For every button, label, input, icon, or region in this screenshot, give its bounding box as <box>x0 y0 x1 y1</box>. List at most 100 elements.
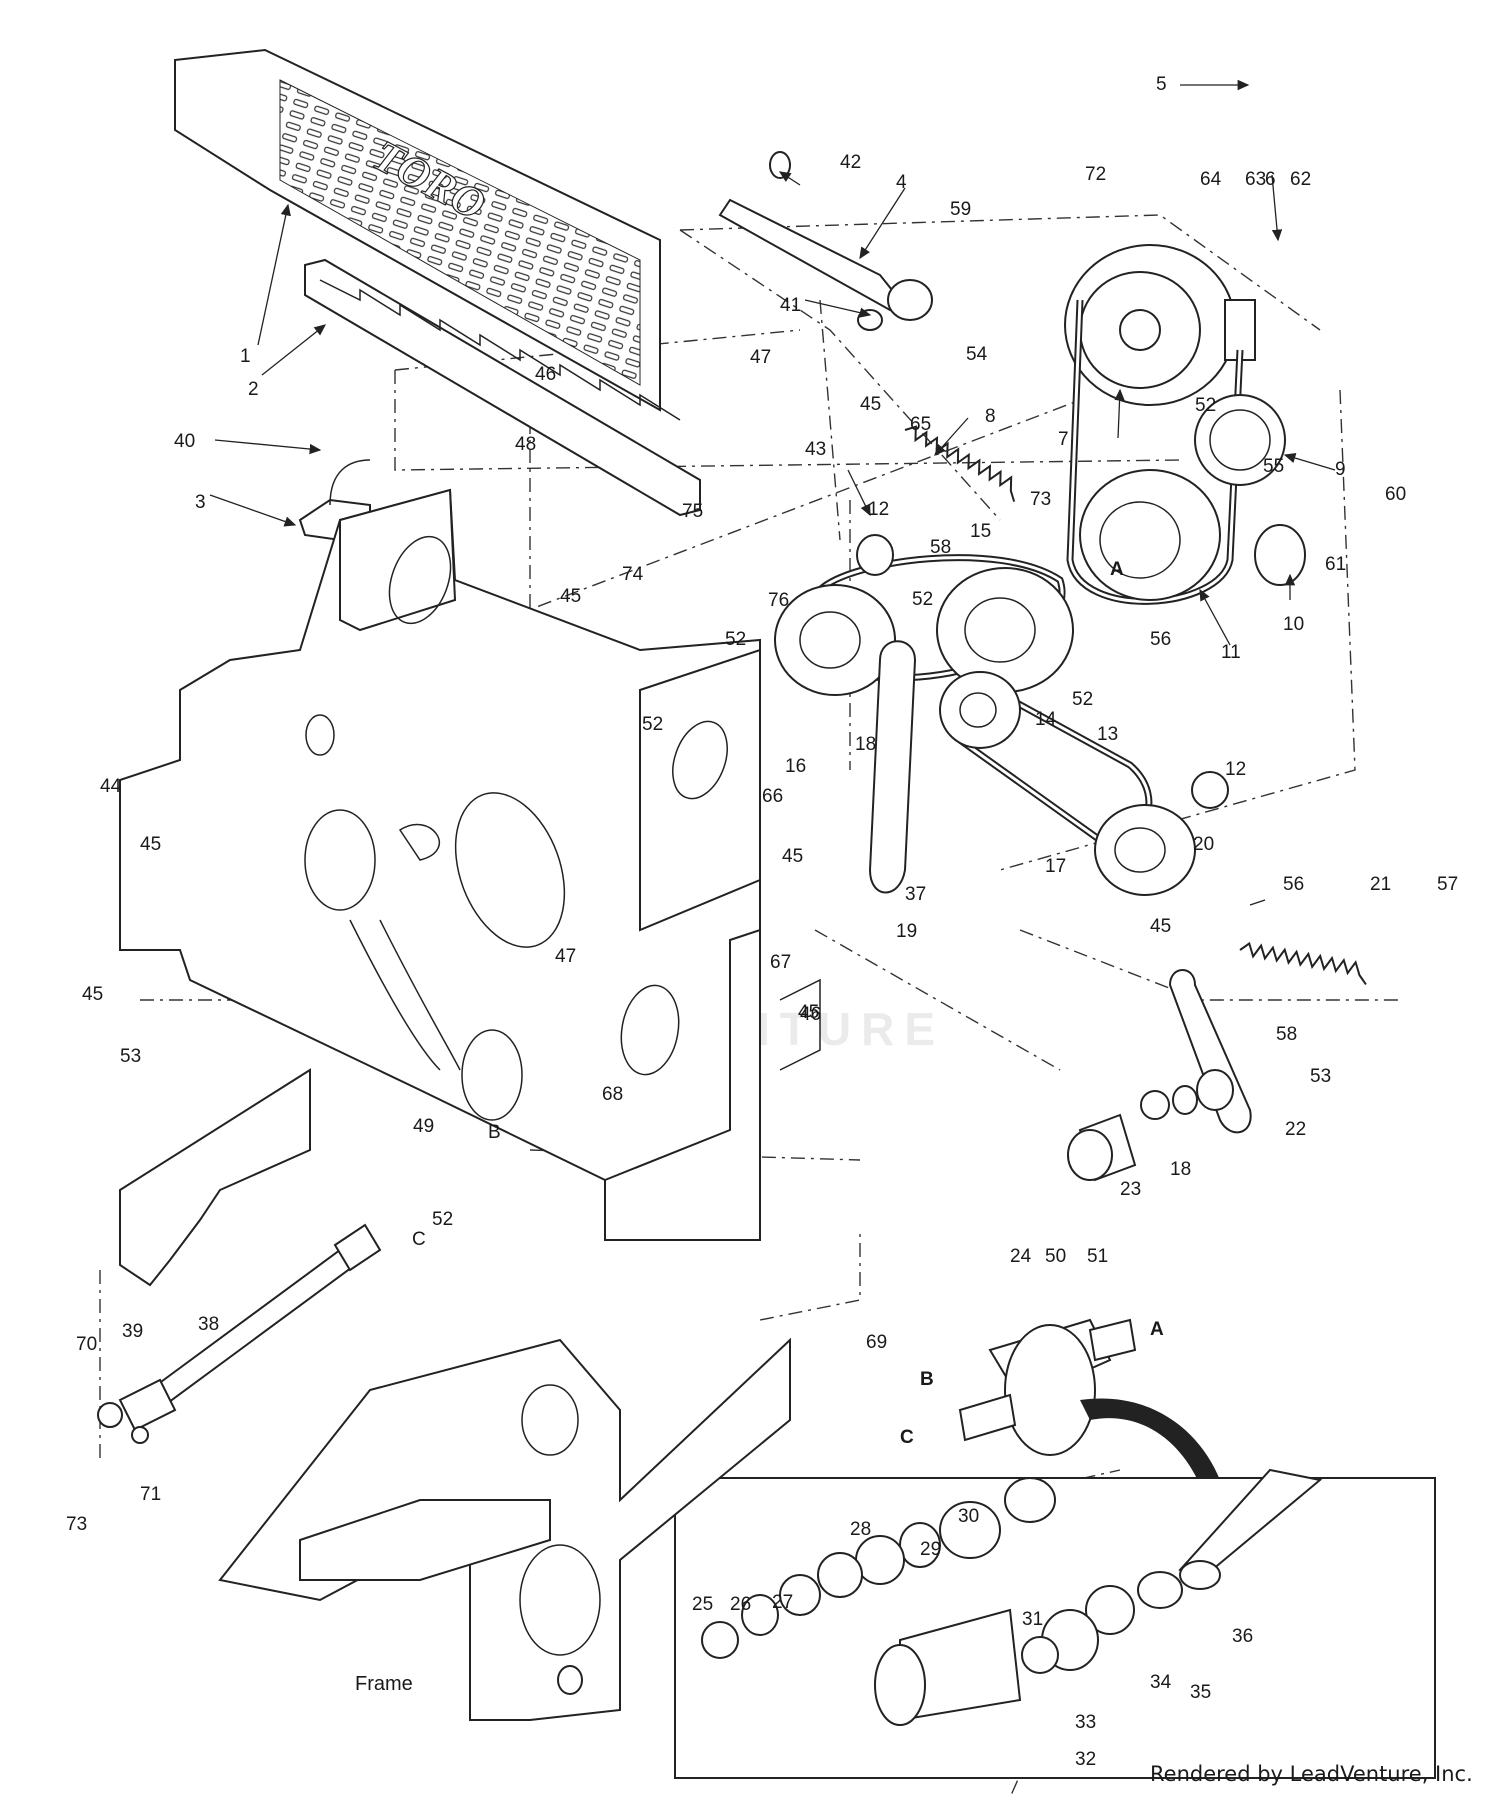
leader-lines <box>209 79 1336 906</box>
part-label: 18 <box>1170 1159 1191 1180</box>
part-label: 34 <box>1150 1672 1172 1693</box>
part-label: 35 <box>1190 1682 1211 1703</box>
part-label: 13 <box>1097 724 1118 745</box>
grille-bracket <box>304 258 701 517</box>
part-label: 60 <box>1385 484 1406 505</box>
part-label: 46 <box>535 364 556 385</box>
part-label: 73 <box>66 1514 87 1535</box>
part-label: 46 <box>800 1004 821 1025</box>
spindle-housing <box>958 1318 1137 1456</box>
part-label: 52 <box>912 589 933 610</box>
clutch-pulley <box>1064 244 1256 406</box>
part-label: 58 <box>1276 1024 1297 1045</box>
part-label: 25 <box>692 1594 713 1615</box>
ref-letter-b: B <box>920 1369 934 1390</box>
part-label: 1 <box>240 346 251 367</box>
lower-idler-arm <box>1067 969 1252 1182</box>
part-label: 47 <box>750 347 771 368</box>
part-label: 63 <box>1245 169 1266 190</box>
part-label: 52 <box>1072 689 1093 710</box>
part-label: 52 <box>1195 395 1216 416</box>
part-label: 45 <box>82 984 103 1005</box>
ref-letter-a: A <box>1150 1319 1164 1340</box>
idler-arm <box>868 640 917 894</box>
part-label: 33 <box>1075 1712 1096 1733</box>
part-label: 23 <box>1120 1179 1141 1200</box>
part-label: 74 <box>622 564 644 585</box>
part-label: 58 <box>930 537 951 558</box>
part-label: 75 <box>682 501 703 522</box>
part-label: 64 <box>1200 169 1222 190</box>
part-label: 7 <box>1058 429 1069 450</box>
part-labels: 1 2 3 4 5 6 7 8 9 10 11 12 12 13 14 15 1… <box>66 74 1458 1770</box>
part-label: 45 <box>140 834 161 855</box>
part-label: 69 <box>866 1332 887 1353</box>
part-label: 45 <box>782 846 803 867</box>
part-label: 15 <box>970 521 991 542</box>
detail-swoosh <box>1080 1398 1220 1485</box>
part-label: 16 <box>785 756 806 777</box>
part-label: 3 <box>195 492 206 513</box>
part-label: 71 <box>140 1484 161 1505</box>
springs <box>904 425 1367 985</box>
part-label: 51 <box>1087 1246 1108 1267</box>
part-label: 11 <box>1221 642 1241 663</box>
part-label: 54 <box>966 344 988 365</box>
linkage-rod <box>718 151 933 331</box>
part-label: 18 <box>855 734 876 755</box>
part-label: 9 <box>1335 459 1346 480</box>
part-label: 47 <box>555 946 576 967</box>
part-label: 66 <box>762 786 783 807</box>
ref-letter-c: C <box>900 1427 914 1448</box>
part-label: 56 <box>1283 874 1304 895</box>
part-label: 31 <box>1022 1609 1043 1630</box>
part-label: 57 <box>1437 874 1458 895</box>
part-label: 19 <box>896 921 917 942</box>
part-label: 56 <box>1150 629 1171 650</box>
tractor-frame <box>119 1068 791 1721</box>
part-label: 59 <box>950 199 971 220</box>
part-label: 8 <box>985 406 996 427</box>
part-label: 52 <box>725 629 746 650</box>
part-label: 70 <box>76 1334 97 1355</box>
part-label: 67 <box>770 952 791 973</box>
part-label: 65 <box>910 414 931 435</box>
part-label: 10 <box>1283 614 1304 635</box>
part-label: 17 <box>1045 856 1066 877</box>
part-label: 48 <box>515 434 536 455</box>
part-label: 37 <box>905 884 926 905</box>
part-label: 76 <box>768 590 789 611</box>
part-label: 32 <box>1075 1749 1096 1770</box>
part-label: 14 <box>1035 709 1057 730</box>
part-label: 50 <box>1045 1246 1066 1267</box>
pulleys <box>774 394 1306 896</box>
part-label: 44 <box>100 776 122 797</box>
part-label: 24 <box>1010 1246 1032 1267</box>
part-label: 36 <box>1232 1626 1253 1647</box>
drive-shaft <box>97 1223 382 1444</box>
part-label: 72 <box>1085 164 1106 185</box>
part-label: 52 <box>642 714 663 735</box>
ref-letter-c: C <box>412 1229 426 1250</box>
part-label: 29 <box>920 1539 941 1560</box>
part-label: 38 <box>198 1314 219 1335</box>
part-label: 30 <box>958 1506 979 1527</box>
part-label: 43 <box>805 439 826 460</box>
frame-label: Frame <box>355 1673 413 1695</box>
part-label: 2 <box>248 379 259 400</box>
rear-frame-plate <box>119 488 821 1241</box>
part-label: 41 <box>780 295 801 316</box>
part-label: 20 <box>1193 834 1214 855</box>
part-label: 40 <box>174 431 195 452</box>
part-label: 53 <box>1310 1066 1331 1087</box>
part-label: 12 <box>868 499 889 520</box>
hood-grille: TORO <box>174 48 661 412</box>
part-label: 49 <box>413 1116 434 1137</box>
part-label: 68 <box>602 1084 623 1105</box>
part-label: 39 <box>122 1321 143 1342</box>
part-label: 73 <box>1030 489 1051 510</box>
part-label: 42 <box>840 152 861 173</box>
part-label: 6 <box>1265 169 1276 190</box>
part-label: 45 <box>560 586 581 607</box>
